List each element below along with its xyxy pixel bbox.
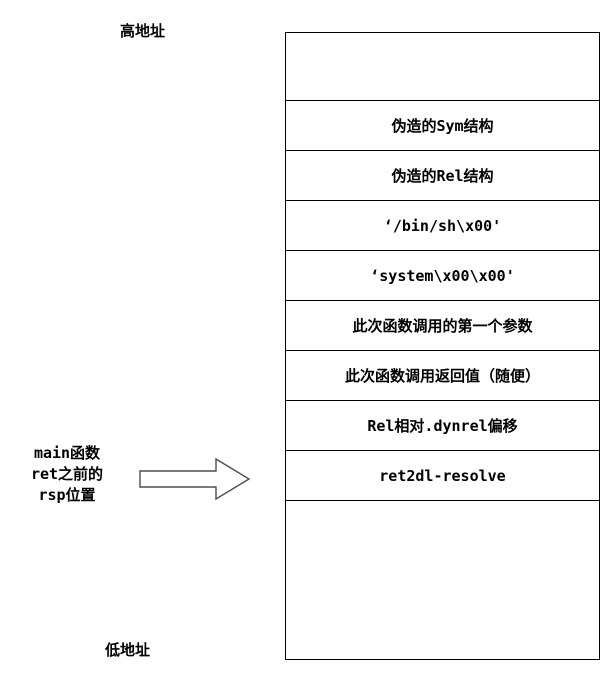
stack-row-empty-top — [286, 33, 599, 101]
table-row: 此次函数调用的第一个参数 — [286, 301, 599, 351]
arrow-shape — [139, 457, 251, 501]
table-row: ‘/bin/sh\x00' — [286, 201, 599, 251]
low-address-label: 低地址 — [104, 641, 150, 659]
rsp-pointer-label: main函数 ret之前的 rsp位置 — [30, 444, 104, 504]
table-row: 伪造的Rel结构 — [286, 151, 599, 201]
table-row: 伪造的Sym结构 — [286, 101, 599, 151]
table-row: Rel相对.dynrel偏移 — [286, 401, 599, 451]
table-row: 此次函数调用返回值（随便） — [286, 351, 599, 401]
stack-diagram: 伪造的Sym结构 伪造的Rel结构 ‘/bin/sh\x00' ‘system\… — [285, 32, 600, 660]
table-row: ret2dl-resolve — [286, 451, 599, 501]
right-block-arrow-icon — [138, 455, 252, 503]
table-row: ‘system\x00\x00' — [286, 251, 599, 301]
right-block-arrow-svg — [139, 457, 251, 501]
high-address-label: 高地址 — [119, 22, 165, 40]
